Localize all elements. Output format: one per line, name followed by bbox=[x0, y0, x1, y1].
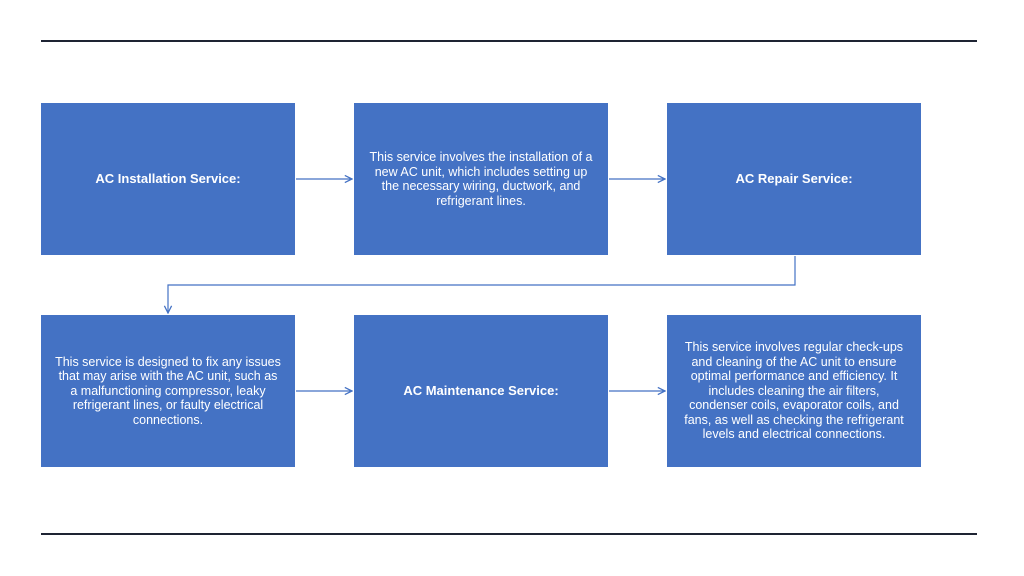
ac-maintenance-description-box: This service involves regular check-ups … bbox=[667, 315, 921, 467]
ac-maintenance-heading-box: AC Maintenance Service: bbox=[354, 315, 608, 467]
ac-installation-description-text: This service involves the installation o… bbox=[369, 150, 593, 208]
ac-installation-heading-text: AC Installation Service: bbox=[95, 171, 241, 187]
ac-installation-description-box: This service involves the installation o… bbox=[354, 103, 608, 255]
ac-maintenance-heading-text: AC Maintenance Service: bbox=[403, 383, 559, 399]
ac-maintenance-description-text: This service involves regular check-ups … bbox=[684, 340, 904, 442]
arrow-repair-to-repair-description bbox=[168, 256, 796, 313]
bottom-divider bbox=[41, 533, 977, 535]
ac-repair-description-box: This service is designed to fix any issu… bbox=[41, 315, 295, 467]
ac-installation-heading-box: AC Installation Service: bbox=[41, 103, 295, 255]
ac-repair-heading-text: AC Repair Service: bbox=[735, 171, 853, 187]
top-divider bbox=[41, 40, 977, 42]
ac-repair-description-text: This service is designed to fix any issu… bbox=[55, 354, 281, 427]
ac-repair-heading-box: AC Repair Service: bbox=[667, 103, 921, 255]
